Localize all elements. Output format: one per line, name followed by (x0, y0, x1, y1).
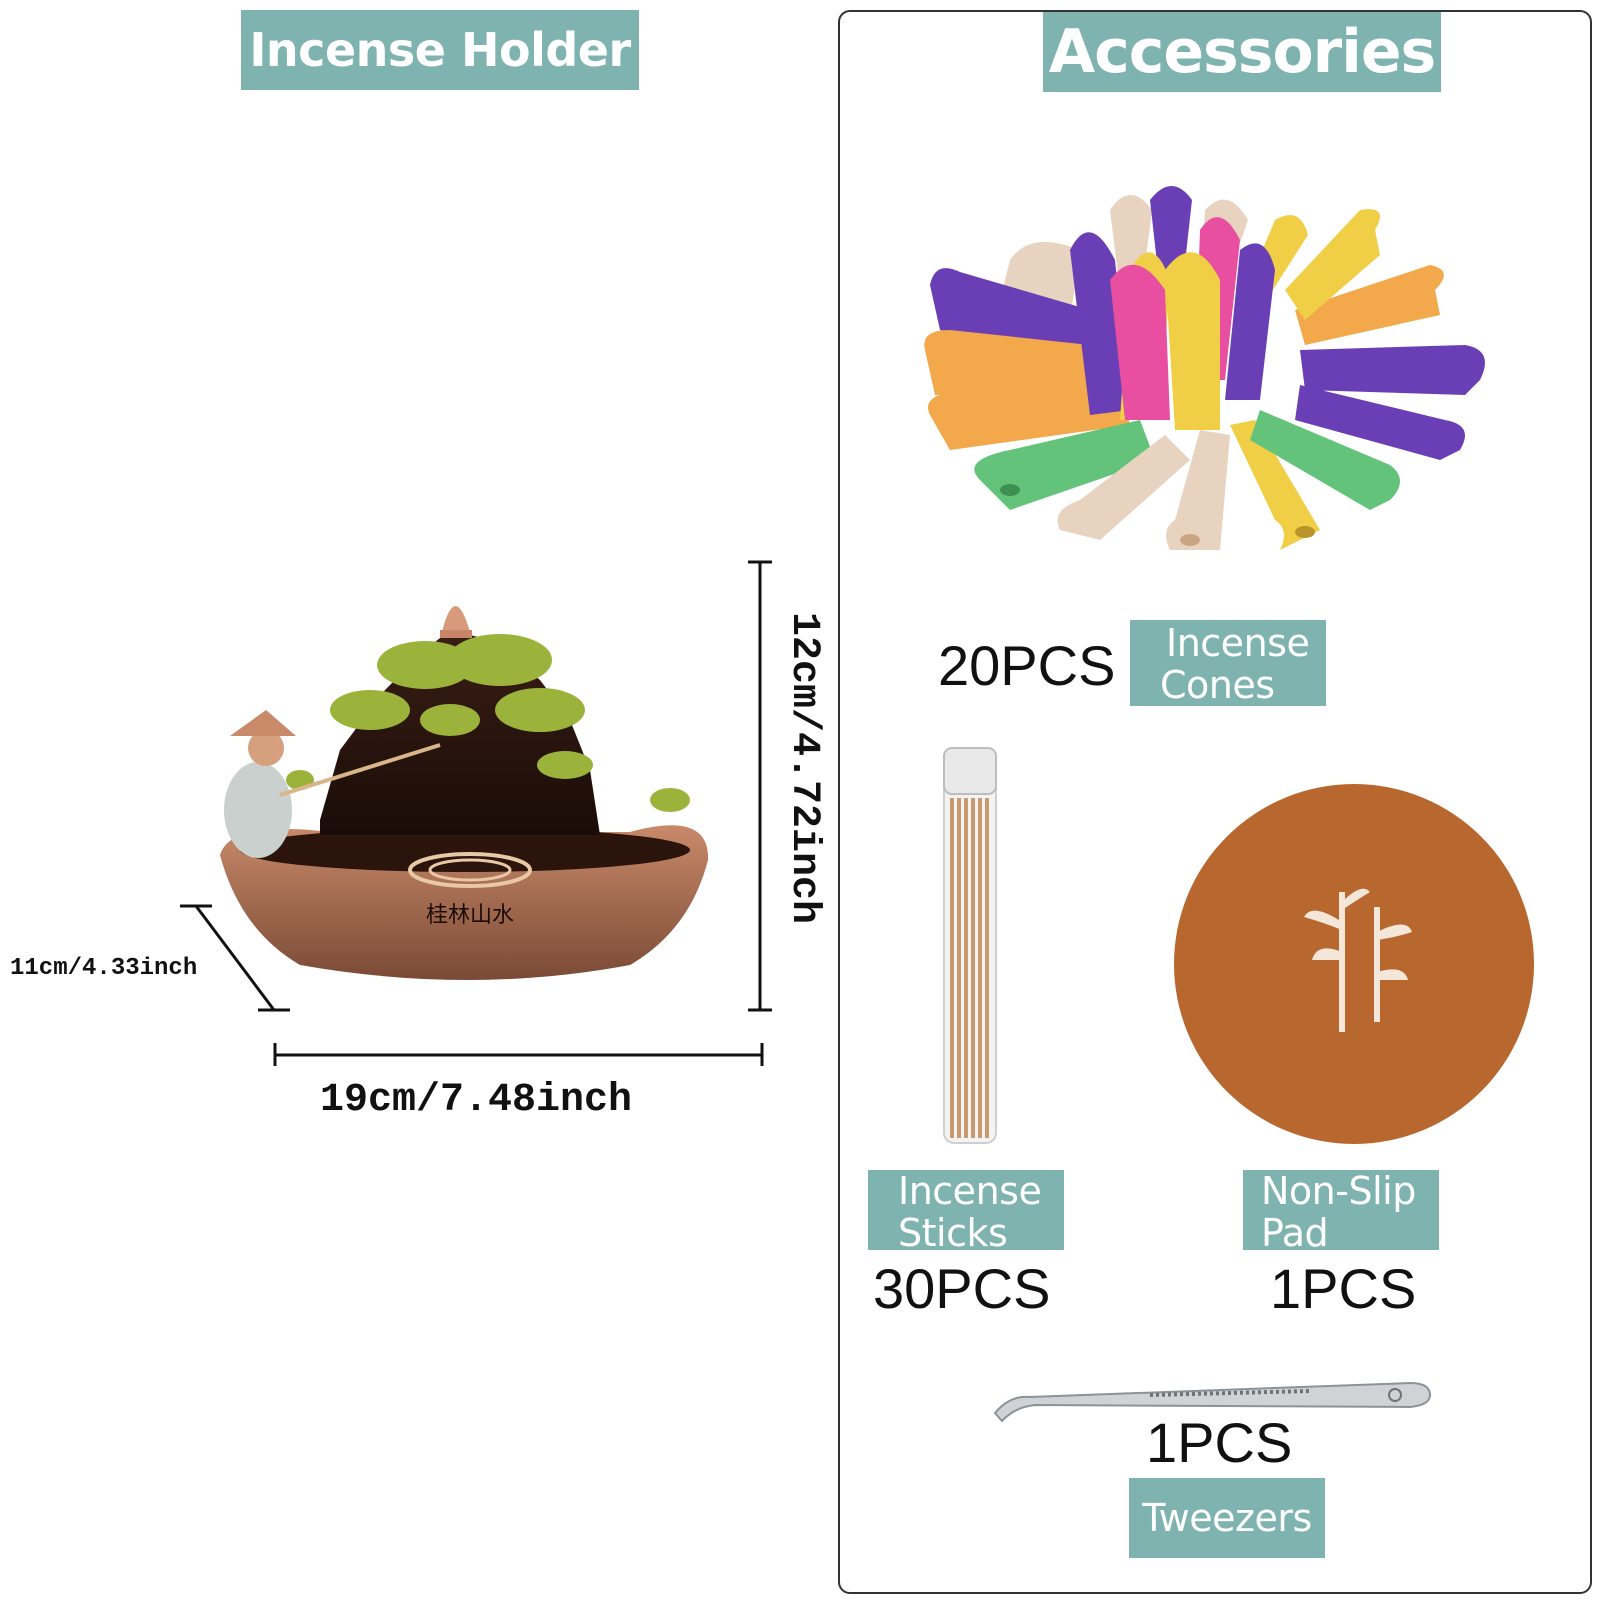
incense-holder-title: Incense Holder (241, 10, 639, 90)
cones-label-line2: Cones (1160, 663, 1275, 707)
depth-dimension-label: 11cm/4.33inch (10, 955, 198, 982)
pad-count: 1PCS (1270, 1257, 1417, 1320)
width-dimension-label: 19cm/7.48inch (320, 1078, 633, 1123)
accessories-title: Accessories (1043, 12, 1441, 92)
cones-label: Incense Cones (1130, 620, 1326, 706)
pad-label: Non-Slip Pad (1243, 1169, 1439, 1254)
pad-label-line2: Pad (1261, 1211, 1329, 1255)
tweezers-image (993, 1381, 1432, 1423)
cones-label-line1: Incense (1166, 621, 1310, 665)
sticks-label: Incense Sticks (868, 1169, 1064, 1254)
incense-holder-image: 桂林山水 (220, 606, 709, 980)
pad-label-line1: Non-Slip (1261, 1169, 1416, 1213)
non-slip-pad-image (1174, 784, 1534, 1144)
sticks-label-line2: Sticks (898, 1211, 1008, 1255)
sticks-label-line1: Incense (898, 1169, 1042, 1213)
height-dimension-label: 12cm/4.72inch (781, 612, 826, 925)
incense-sticks-image (943, 747, 997, 1144)
cones-count: 20PCS (938, 634, 1116, 697)
accessories-panel (838, 10, 1592, 1594)
tweezers-label: Tweezers (1129, 1478, 1325, 1558)
tweezers-count: 1PCS (1146, 1411, 1293, 1474)
sticks-count: 30PCS (873, 1257, 1051, 1320)
bowl-inscription: 桂林山水 (426, 903, 514, 928)
incense-cones-image (924, 186, 1485, 550)
